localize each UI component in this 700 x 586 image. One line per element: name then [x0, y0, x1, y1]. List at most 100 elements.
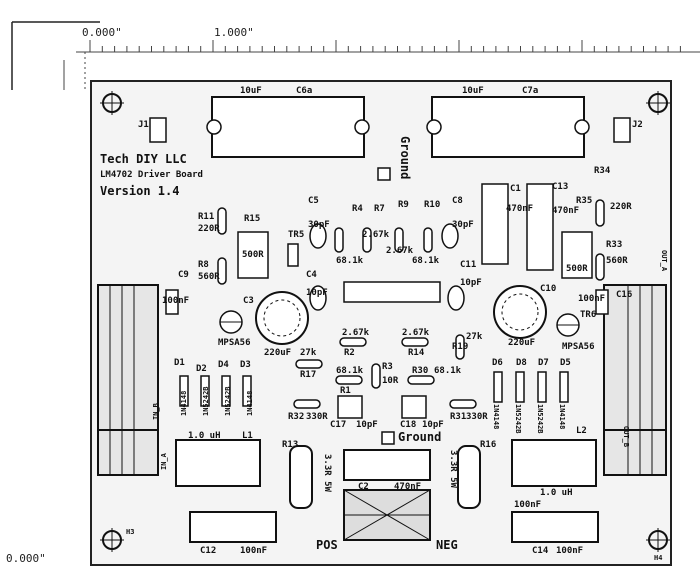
c9-value: 100nF	[162, 296, 190, 306]
d4-ref: D4	[218, 360, 229, 370]
capacitor-c16	[595, 289, 609, 315]
capacitor-c8	[441, 223, 459, 249]
diode-d7	[537, 371, 547, 403]
capacitor-c14	[511, 511, 599, 543]
r31-value: 330R	[466, 412, 488, 422]
r19-value: 27k	[466, 332, 483, 342]
r11-ref: R11	[198, 212, 215, 222]
capacitor-c4	[309, 285, 327, 311]
diode-d3	[242, 375, 252, 407]
ruler-one-inch-label: 1.000"	[214, 26, 254, 39]
capacitor-c9	[165, 289, 179, 315]
d6-ref: D6	[492, 358, 503, 368]
c4-value: 10pF	[306, 288, 328, 298]
c14-top-value: 100nF	[514, 500, 542, 510]
d1-ref: D1	[174, 358, 185, 368]
resistor-r11	[217, 207, 227, 235]
connector-j2	[613, 117, 631, 143]
r14-ref: R14	[408, 348, 425, 358]
power-connector	[343, 489, 431, 541]
mounting-hole-h3	[100, 528, 124, 552]
r33-ref: R33	[606, 240, 623, 250]
d4-value: 1N5242B	[224, 386, 232, 416]
diode-d1	[179, 375, 189, 407]
r34-value: 220R	[610, 202, 632, 212]
r2-value: 2.67k	[342, 328, 370, 338]
c1-value: 470nF	[506, 204, 534, 214]
r4-value: 68.1k	[336, 256, 364, 266]
transistor-right	[556, 313, 580, 337]
c1-ref: C1	[510, 184, 521, 194]
c8-ref: C8	[452, 196, 463, 206]
r17-ref: R17	[300, 370, 317, 380]
c11-ref: C11	[460, 260, 477, 270]
d1-value: 1N4148	[180, 390, 188, 416]
tr5-label: TR5	[288, 230, 305, 240]
transistor-left	[219, 310, 243, 334]
c17-ref: C17	[330, 420, 347, 430]
d5-ref: D5	[560, 358, 571, 368]
terminal-block-left	[97, 284, 159, 476]
c11-value: 10pF	[460, 278, 482, 288]
inductor-l1	[175, 439, 261, 487]
c5-ref: C5	[308, 196, 319, 206]
ruler-origin-y-label: 0.000"	[6, 552, 46, 565]
trimpot-r35	[561, 231, 593, 279]
c2-value: 470nF	[394, 482, 422, 492]
h3-label: H3	[126, 528, 135, 536]
resistor-r30	[407, 375, 435, 385]
r16-value: 3.3R 5W	[448, 450, 458, 488]
in-a-label: IN_A	[160, 453, 168, 470]
r32-value: 330R	[306, 412, 328, 422]
d8-ref: D8	[516, 358, 527, 368]
r13-ref: R13	[282, 440, 299, 450]
resistor-r7	[362, 227, 372, 253]
c7a-value: 10uF	[462, 86, 484, 96]
r13-value: 3.3R 5W	[322, 454, 332, 492]
transistor-left-label: MPSA56	[218, 338, 251, 348]
resistor-r19	[455, 334, 465, 360]
r7-ref: R7	[374, 204, 385, 214]
resistor-r1	[335, 375, 363, 385]
diode-d6	[493, 371, 503, 403]
c13-ref: C13	[552, 182, 569, 192]
resistor-r17	[295, 359, 323, 369]
c3-value: 220uF	[264, 348, 292, 358]
c6a-ref: C6a	[296, 86, 313, 96]
r32-ref: R32	[288, 412, 305, 422]
d7-value: 1N5242B	[536, 404, 544, 434]
mounting-hole-h4	[646, 528, 670, 552]
in-b-label: IN_B	[152, 403, 160, 420]
c13-value: 470nF	[552, 206, 580, 216]
r8-ref: R8	[198, 260, 209, 270]
trimpot-r15	[237, 231, 269, 279]
r10-ref: R10	[424, 200, 441, 210]
transistor-tr5	[287, 243, 299, 267]
r7-value: 2.67k	[362, 230, 390, 240]
tr6-label: TR6	[580, 310, 597, 320]
j2-label: J2	[632, 120, 643, 130]
resistor-r13	[289, 445, 313, 509]
diode-d2	[200, 375, 210, 407]
capacitor-c3	[255, 291, 309, 345]
r11-value: 220R	[198, 224, 220, 234]
r15-ref: R15	[244, 214, 261, 224]
terminal-block-right	[603, 284, 667, 476]
out-b-label: OUT_B	[622, 426, 630, 448]
ground-mid-label: Ground	[398, 430, 442, 444]
h4-label: H4	[654, 554, 663, 562]
resistor-r4	[334, 227, 344, 253]
diode-d4	[221, 375, 231, 407]
d5-value: 1N4148	[558, 404, 566, 430]
out-a-label: OUT_A	[660, 250, 668, 272]
r1-ref: R1	[340, 386, 351, 396]
r9-ref: R9	[398, 200, 409, 210]
r16-ref: R16	[480, 440, 497, 450]
resistor-r2	[339, 337, 367, 347]
connector-j1	[149, 117, 167, 143]
r19-ref: R19	[452, 342, 469, 352]
resistor-r31	[449, 399, 477, 409]
r2-ref: R2	[344, 348, 355, 358]
r3-ref: R3	[382, 362, 393, 372]
capacitor-c17	[337, 395, 363, 419]
